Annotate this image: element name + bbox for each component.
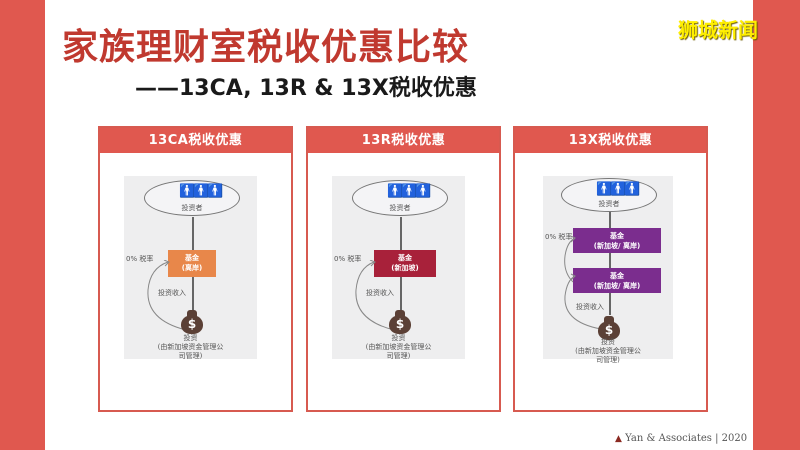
fund-sublabel: (新加坡/ 离岸) <box>593 242 641 250</box>
investment-label: 投资 (由新加坡资金管理公 司管理) <box>332 334 465 361</box>
fund-node: 基金 (离岸) <box>168 250 216 277</box>
return-arrow-icon <box>564 236 608 331</box>
connector-line <box>400 277 402 313</box>
tax-rate-label: 0% 税率 <box>334 255 362 263</box>
connector-line <box>609 212 611 228</box>
investor-node: 🚹🚹🚹 投资者 <box>352 180 448 216</box>
money-bag-icon: $ <box>181 310 203 334</box>
page-title: 家族理财室税收优惠比较 <box>62 27 470 68</box>
connector-line <box>192 277 194 313</box>
money-bag-icon: $ <box>598 316 620 340</box>
return-arrow-icon <box>355 260 395 331</box>
tax-rate-label: 0% 税率 <box>126 255 154 263</box>
fund-node: 基金 (新加坡) <box>374 250 436 277</box>
panel-header: 13X税收优惠 <box>515 128 706 153</box>
investment-label: 投资 (由新加坡资金管理公 司管理) <box>124 334 257 361</box>
panel-13ca: 13CA税收优惠 🚹🚹🚹 投资者 基金 (离岸) 0% 税率 投资收入 $ 投资… <box>98 126 293 412</box>
people-icon: 🚹🚹🚹 <box>179 184 224 199</box>
diagram-13x: 🚹🚹🚹 投资者 基金 (新加坡/ 离岸) 0% 税率 基金 (新加坡/ 离岸) … <box>543 176 673 364</box>
investor-label: 投资者 <box>181 204 203 212</box>
fund-node: 基金 (新加坡/ 离岸) <box>573 268 661 293</box>
investor-label: 投资者 <box>598 200 620 208</box>
investment-desc-1: (由新加坡资金管理公 <box>157 343 224 351</box>
footer-text: Yan & Associates | 2020 <box>625 433 748 444</box>
investment-title: 投资 <box>183 334 198 342</box>
fund-sublabel: (离岸) <box>181 264 203 272</box>
panel-header: 13R税收优惠 <box>308 128 499 153</box>
diagram-13r: 🚹🚹🚹 投资者 基金 (新加坡) 0% 税率 投资收入 $ 投资 (由新加坡资金… <box>332 176 465 361</box>
fund-label: 基金 <box>610 232 624 240</box>
investor-label: 投资者 <box>389 204 411 212</box>
investment-desc-2: 司管理) <box>596 356 620 364</box>
panel-header: 13CA税收优惠 <box>100 128 291 153</box>
fund-label: 基金 <box>610 272 624 280</box>
investment-desc-2: 司管理) <box>178 352 203 360</box>
panel-13x: 13X税收优惠 🚹🚹🚹 投资者 基金 (新加坡/ 离岸) 0% 税率 基金 (新… <box>513 126 708 412</box>
fund-node: 基金 (新加坡/ 离岸) <box>573 228 661 253</box>
fund-label: 基金 <box>185 254 199 262</box>
connector-line <box>609 293 611 315</box>
fund-sublabel: (新加坡/ 离岸) <box>593 282 641 290</box>
investment-desc-1: (由新加坡资金管理公 <box>575 347 641 355</box>
fund-label: 基金 <box>398 254 412 262</box>
diagram-13ca: 🚹🚹🚹 投资者 基金 (离岸) 0% 税率 投资收入 $ 投资 (由新加坡资金管… <box>124 176 257 361</box>
triangle-icon: ▲ <box>615 434 622 444</box>
income-label: 投资收入 <box>366 289 394 297</box>
investment-desc-1: (由新加坡资金管理公 <box>365 343 432 351</box>
connector-line <box>192 217 194 250</box>
investor-node: 🚹🚹🚹 投资者 <box>561 178 657 212</box>
connector-line <box>400 217 402 250</box>
return-arrow-icon <box>147 260 187 331</box>
fund-sublabel: (新加坡) <box>391 264 419 272</box>
investment-desc-2: 司管理) <box>386 352 411 360</box>
people-icon: 🚹🚹🚹 <box>387 184 432 199</box>
money-bag-icon: $ <box>389 310 411 334</box>
income-label: 投资收入 <box>158 289 186 297</box>
investment-label: 投资 (由新加坡资金管理公 司管理) <box>543 338 673 365</box>
watermark-logo: 狮城新闻 <box>678 18 758 42</box>
connector-line <box>609 253 611 268</box>
tax-rate-label: 0% 税率 <box>545 233 573 241</box>
investment-title: 投资 <box>391 334 406 342</box>
people-icon: 🚹🚹🚹 <box>596 182 641 197</box>
income-label: 投资收入 <box>576 303 604 311</box>
footer-credit: ▲ Yan & Associates | 2020 <box>615 433 747 444</box>
investment-title: 投资 <box>601 338 615 346</box>
page-subtitle: ——13CA, 13R & 13X税收优惠 <box>135 76 477 101</box>
right-accent-bar <box>753 0 800 450</box>
panel-13r: 13R税收优惠 🚹🚹🚹 投资者 基金 (新加坡) 0% 税率 投资收入 $ 投资… <box>306 126 501 412</box>
left-accent-bar <box>0 0 45 450</box>
investor-node: 🚹🚹🚹 投资者 <box>144 180 240 216</box>
